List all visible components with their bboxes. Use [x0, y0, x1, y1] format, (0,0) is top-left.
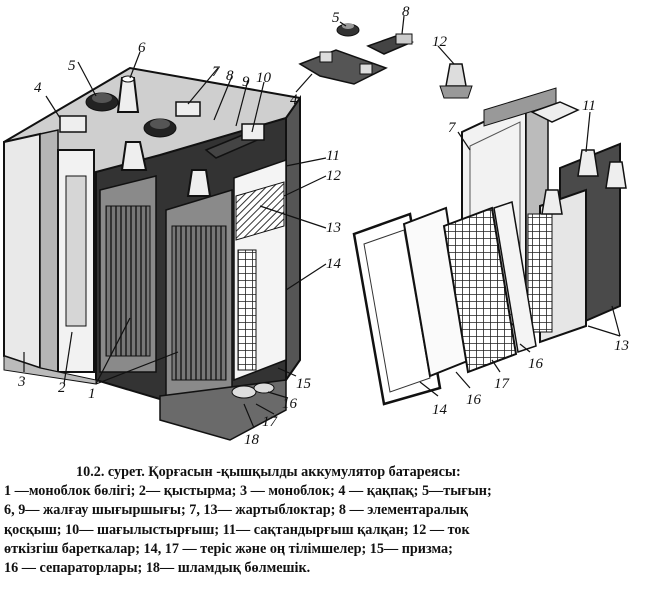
- label-5: 5: [68, 58, 76, 74]
- label-8: 8: [226, 68, 234, 84]
- label-exploded-7: 7: [448, 120, 457, 136]
- label-exploded-14: 14: [432, 402, 448, 418]
- label-4: 4: [34, 80, 42, 96]
- exploded-top-parts: [298, 23, 473, 99]
- battery-illustration: 4 5 6 7 8 9 10 11 12 13 14 1 2 3 15 16 1…: [3, 4, 629, 448]
- figure-caption: 10.2. сурет. Қорғасын -қышқылды аккумуля…: [4, 463, 644, 578]
- caption-title: 10.2. сурет. Қорғасын -қышқылды аккумуля…: [76, 464, 461, 480]
- label-exploded-16: 16: [466, 392, 482, 408]
- label-exploded-8: 8: [402, 4, 410, 20]
- label-3: 3: [17, 374, 26, 390]
- caption-line-5: 16 — сепараторлары; 18— шламдық бөлмешік…: [4, 560, 311, 577]
- label-18: 18: [244, 432, 260, 448]
- leader-lines: [23, 15, 621, 429]
- exploded-plates: [352, 87, 627, 406]
- label-exploded-5: 5: [332, 10, 340, 26]
- caption-line-3: қосқыш; 10— шағылыстырғыш; 11— сақтандыр…: [4, 521, 470, 538]
- label-10: 10: [256, 70, 272, 86]
- label-17: 17: [262, 414, 279, 430]
- monoblock-battery: [3, 66, 301, 441]
- label-exploded-17: 17: [494, 376, 511, 392]
- label-9: 9: [242, 74, 250, 90]
- label-1: 1: [88, 386, 96, 402]
- caption-line-1: 1 —моноблок бөлігі; 2— қыстырма; 3 — мон…: [4, 483, 492, 500]
- label-16: 16: [282, 396, 298, 412]
- label-exploded-13: 13: [614, 338, 629, 354]
- label-7: 7: [212, 64, 221, 80]
- label-15: 15: [296, 376, 312, 392]
- label-exploded-11: 11: [582, 98, 596, 114]
- label-11: 11: [326, 148, 340, 164]
- label-2: 2: [58, 380, 66, 396]
- caption-line-4: өткізгіш бареткалар; 14, 17 — теріс және…: [4, 540, 453, 557]
- part-number-labels: 4 5 6 7 8 9 10 11 12 13 14 1 2 3 15 16 1…: [17, 4, 629, 448]
- label-13: 13: [326, 220, 341, 236]
- label-exploded-16b: 16: [528, 356, 544, 372]
- label-exploded-12: 12: [432, 34, 448, 50]
- label-exploded-4: 4: [290, 92, 298, 108]
- label-14: 14: [326, 256, 342, 272]
- label-12: 12: [326, 168, 342, 184]
- caption-line-2: 6, 9— жалғау шығыршығы; 7, 13— жартыблок…: [4, 502, 469, 519]
- label-6: 6: [138, 40, 146, 56]
